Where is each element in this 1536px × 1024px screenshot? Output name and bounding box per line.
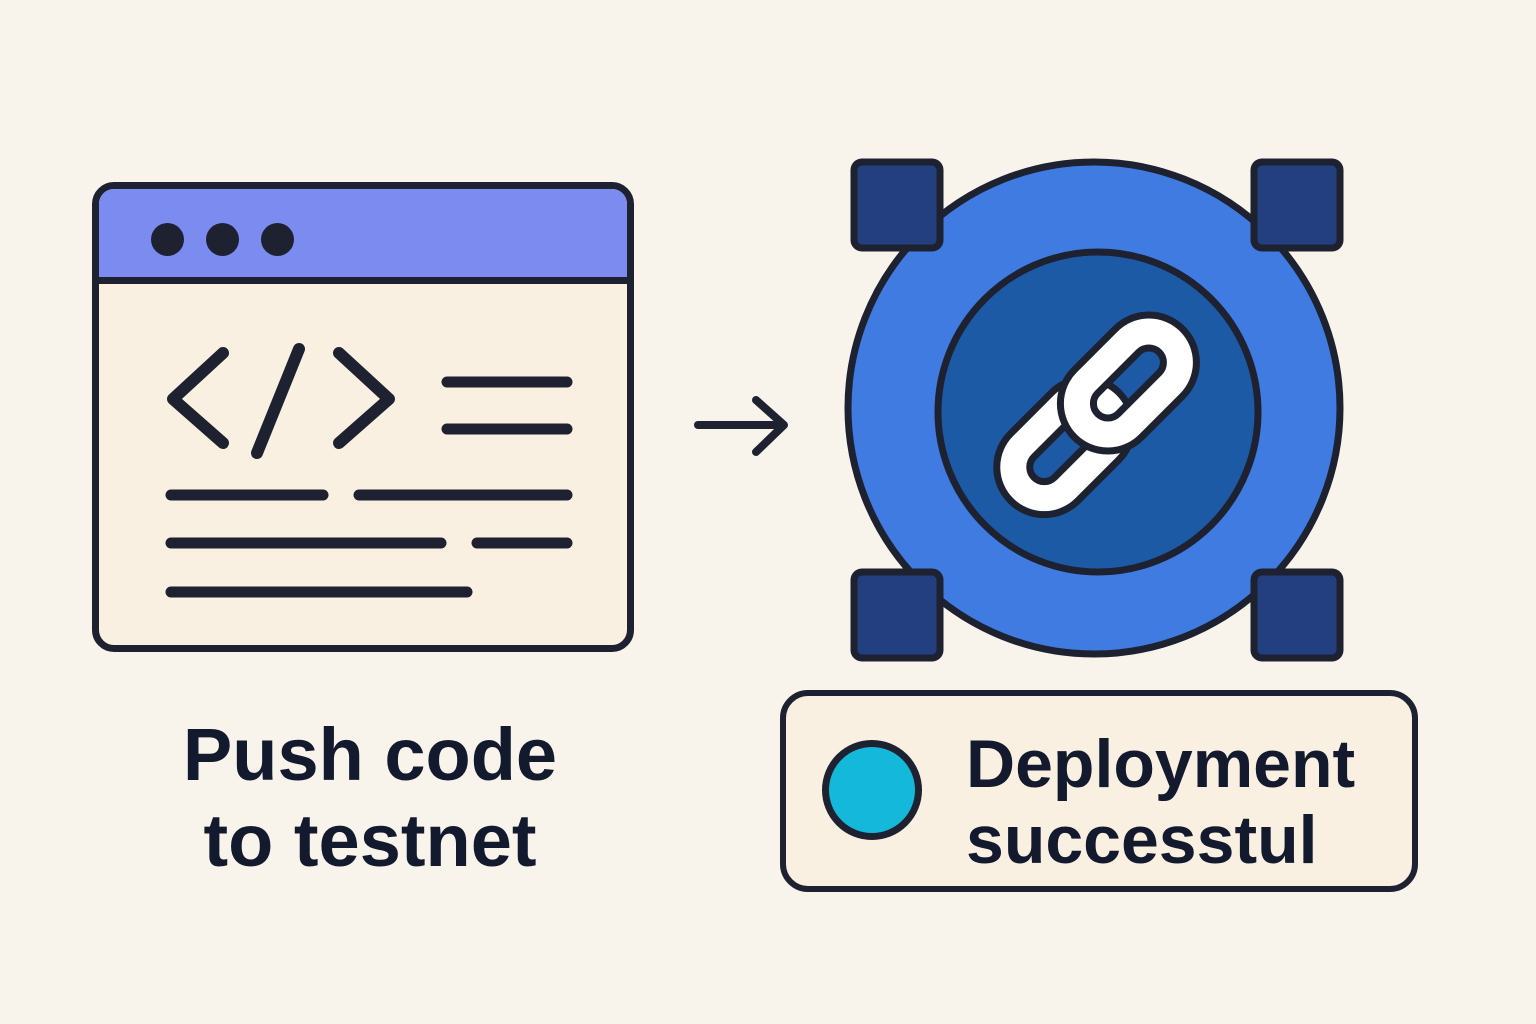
caption-line-2: to testnet <box>203 799 537 882</box>
angle-bracket-left-icon <box>167 347 229 449</box>
corner-block-icon <box>1250 158 1344 252</box>
window-dot-icon <box>206 223 239 256</box>
chain-link-icon <box>993 311 1200 519</box>
caption-line-1: Push code <box>182 713 558 796</box>
window-dot-icon <box>261 223 294 256</box>
window-dot-icon <box>151 223 184 256</box>
corner-block-icon <box>850 158 944 252</box>
blockchain-node-icon <box>844 158 1344 662</box>
slash-icon <box>251 343 305 459</box>
status-indicator-icon <box>822 740 922 840</box>
status-line-1: Deployment <box>966 726 1356 802</box>
arrow-right-icon <box>694 396 788 456</box>
code-content <box>165 343 573 598</box>
deployment-status-card: Deployment successtul <box>780 690 1418 892</box>
status-message: Deployment successtul <box>966 726 1355 878</box>
push-code-caption: Push code to testnet <box>100 712 640 884</box>
code-editor-window-icon <box>92 182 634 652</box>
angle-bracket-right-icon <box>333 347 395 449</box>
node-corner-blocks <box>850 158 1344 662</box>
corner-block-icon <box>850 568 944 662</box>
window-title-bar <box>99 189 627 284</box>
status-line-2: successtul <box>966 802 1318 878</box>
corner-block-icon <box>1250 568 1344 662</box>
